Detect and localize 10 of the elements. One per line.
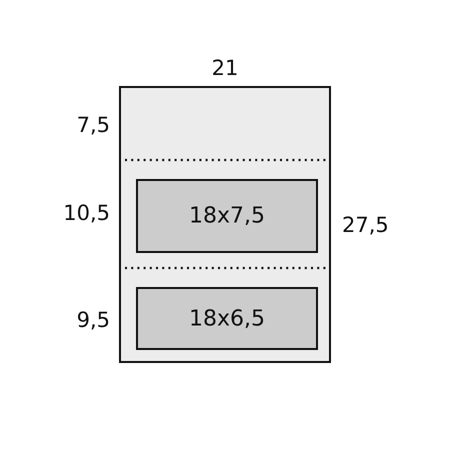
outline-box (119, 86, 331, 363)
size-box (136, 287, 318, 350)
dimension-label: 21 (212, 56, 238, 80)
size-text: 18x7,5 (188, 204, 266, 228)
size-text: 18x6,5 (188, 306, 266, 331)
size-box (136, 179, 318, 253)
dimension-label: 10,5 (63, 201, 110, 225)
dimension-label: 27,5 (342, 213, 389, 237)
dimension-label: 7,5 (76, 113, 110, 137)
dimension-label: 9,5 (76, 308, 110, 332)
